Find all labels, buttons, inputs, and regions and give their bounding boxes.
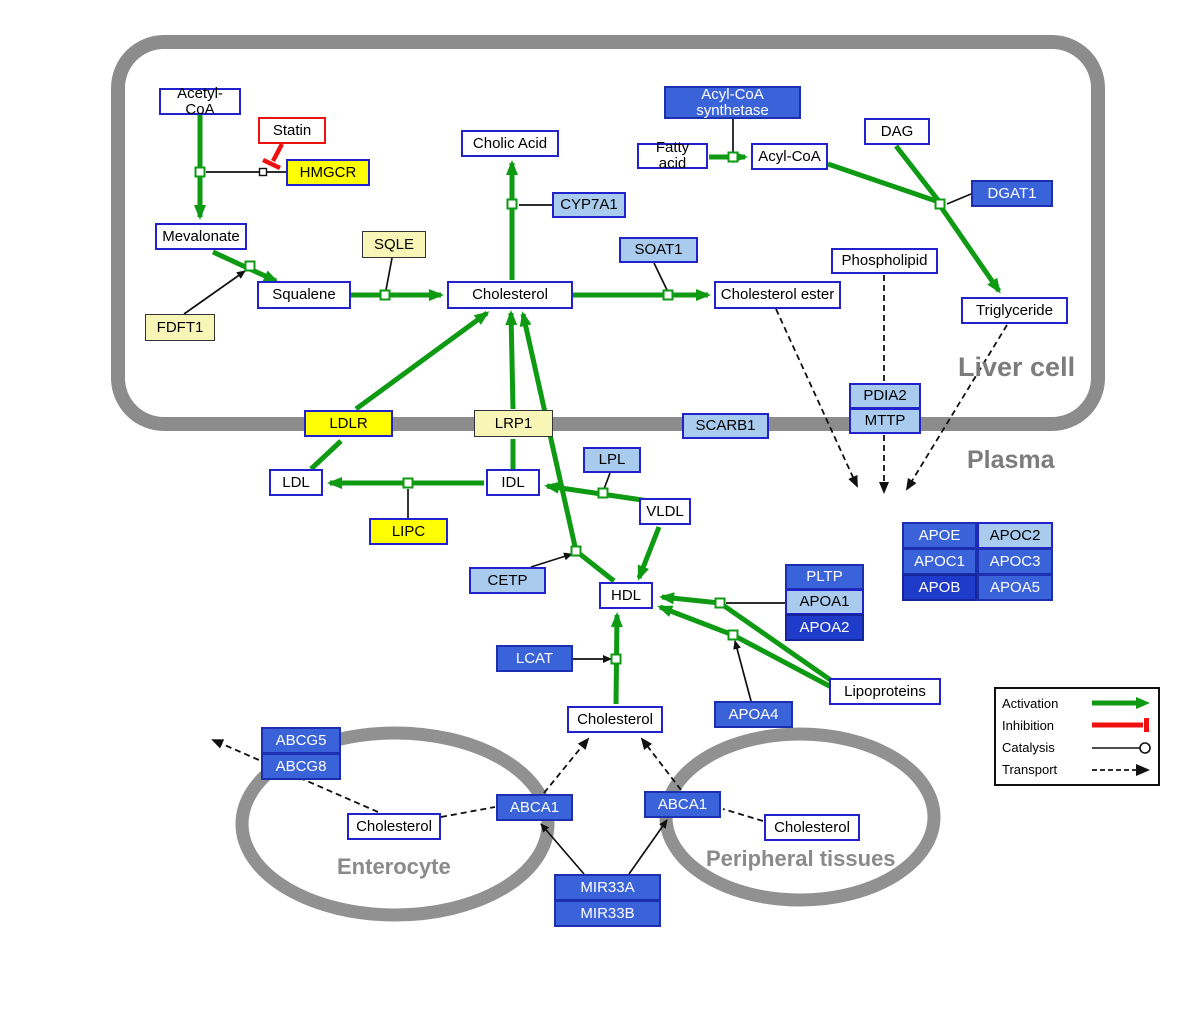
edge-abca1per-cholesterolplasma	[640, 737, 682, 791]
edge-acylcoa-dgat1node	[827, 161, 937, 204]
reaction-nodes	[194, 151, 946, 665]
node-apob[interactable]: APOB	[902, 574, 977, 601]
edge-abca1ent-cholesterolplasma	[543, 737, 590, 794]
legend-activation: Activation	[1002, 695, 1152, 711]
node-lipoproteins[interactable]: Lipoproteins	[829, 678, 941, 705]
node-apoa1[interactable]: APOA1	[785, 589, 864, 615]
node-cholesterol-liver[interactable]: Cholesterol	[447, 281, 573, 309]
node-cholesterol-ester[interactable]: Cholesterol ester	[714, 281, 841, 309]
transport-dashed-arrow-icon	[1092, 763, 1150, 776]
legend-inhibition: Inhibition	[1002, 717, 1152, 733]
edge-lpl-reaction	[603, 472, 611, 490]
legend-catalysis: Catalysis	[1002, 740, 1152, 756]
edge-statin-hmgcr	[271, 142, 284, 163]
edge-lrp1-cholesterol	[505, 310, 518, 410]
node-phospholipid[interactable]: Phospholipid	[831, 248, 938, 274]
node-mir33a[interactable]: MIR33A	[554, 874, 661, 901]
inhibition-edges	[262, 142, 284, 171]
edge-cholesterolester-plasma	[775, 308, 858, 488]
node-ldlr[interactable]: LDLR	[304, 410, 393, 437]
edge-vldl-hdl	[636, 526, 662, 581]
legend-transport-label: Transport	[1002, 762, 1058, 778]
node-abca1-peripheral[interactable]: ABCA1	[644, 791, 721, 818]
node-statin[interactable]: Statin	[258, 117, 326, 144]
edge-ldl-ldlr	[309, 439, 343, 471]
edge-sqle-reaction	[385, 257, 393, 291]
edge-mir33-abca1-enterocyte	[540, 823, 585, 875]
node-lrp1[interactable]: LRP1	[474, 410, 553, 437]
node-pltp[interactable]: PLTP	[785, 564, 864, 590]
catalysis-circle-icon	[1092, 741, 1151, 754]
node-acyl-coa[interactable]: Acyl-CoA	[751, 143, 828, 170]
legend: Activation Inhibition Catalysis Transpor…	[994, 687, 1160, 786]
edge-triglyceride-plasma	[905, 324, 1008, 491]
node-apoc2[interactable]: APOC2	[977, 522, 1053, 549]
node-hdl[interactable]: HDL	[599, 582, 653, 609]
enterocyte-label: Enterocyte	[337, 854, 451, 879]
edge-apoa4-reaction	[733, 640, 752, 702]
node-apoc1[interactable]: APOC1	[902, 548, 977, 575]
node-pdia2[interactable]: PDIA2	[849, 383, 921, 409]
node-mttp[interactable]: MTTP	[849, 408, 921, 434]
statin-target-node	[258, 167, 268, 177]
node-dag[interactable]: DAG	[864, 118, 930, 145]
node-cholesterol-enterocyte[interactable]: Cholesterol	[347, 813, 441, 840]
edge-cetp-reaction	[530, 552, 573, 568]
edge-cholesterol-abca1-peripheral	[722, 808, 764, 822]
node-fdft1[interactable]: FDFT1	[145, 314, 215, 341]
node-cyp7a1[interactable]: CYP7A1	[552, 192, 626, 218]
legend-inhibition-label: Inhibition	[1002, 717, 1055, 733]
node-triglyceride[interactable]: Triglyceride	[961, 297, 1068, 324]
edge-soat1-reaction	[653, 262, 668, 291]
peripheral-tissues-label: Peripheral tissues	[706, 846, 896, 871]
node-acetyl-coa[interactable]: Acetyl-CoA	[159, 85, 241, 117]
activation-arrow-icon	[1092, 697, 1150, 710]
node-cholesterol-plasma[interactable]: Cholesterol	[567, 706, 663, 733]
statin-inhibition-bar	[262, 157, 281, 171]
node-mevalonate[interactable]: Mevalonate	[155, 223, 247, 250]
node-ldl[interactable]: LDL	[269, 469, 323, 496]
edge-fdft1-reaction	[183, 270, 246, 315]
node-abca1-enterocyte[interactable]: ABCA1	[496, 794, 573, 821]
legend-catalysis-label: Catalysis	[1002, 740, 1055, 756]
node-lcat[interactable]: LCAT	[496, 645, 573, 672]
node-abcg5[interactable]: ABCG5	[261, 727, 341, 754]
node-vldl[interactable]: VLDL	[639, 498, 691, 525]
edge-dgat1node-triglyceride	[938, 205, 1002, 294]
inhibition-bar-icon	[1092, 718, 1149, 733]
node-cetp[interactable]: CETP	[469, 567, 546, 594]
edge-cholesterol-abca1-enterocyte	[440, 806, 496, 818]
node-idl[interactable]: IDL	[486, 469, 540, 496]
edge-mir33-abca1-peripheral	[628, 819, 668, 875]
node-apoc3[interactable]: APOC3	[977, 548, 1053, 575]
edge-dgat1-reaction	[946, 193, 972, 205]
node-hmgcr[interactable]: HMGCR	[286, 159, 370, 186]
node-dgat1[interactable]: DGAT1	[971, 180, 1053, 207]
node-lipc[interactable]: LIPC	[369, 518, 448, 545]
node-apoe[interactable]: APOE	[902, 522, 977, 549]
node-fatty-acid[interactable]: Fatty acid	[637, 140, 708, 171]
plasma-label: Plasma	[967, 446, 1055, 474]
node-cholic-acid[interactable]: Cholic Acid	[461, 130, 559, 157]
liver-cell-label: Liver cell	[958, 352, 1076, 382]
node-apoa2[interactable]: APOA2	[785, 614, 864, 641]
node-scarb1[interactable]: SCARB1	[682, 413, 769, 439]
catalysis-edges	[183, 119, 972, 875]
node-squalene[interactable]: Squalene	[257, 281, 351, 309]
node-mir33b[interactable]: MIR33B	[554, 900, 661, 927]
edge-dag-dgat1node	[894, 144, 940, 202]
node-soat1[interactable]: SOAT1	[619, 237, 698, 263]
node-sqle[interactable]: SQLE	[362, 231, 426, 258]
node-acyl-coa-synthetase[interactable]: Acyl-CoA synthetase	[664, 86, 801, 119]
node-apoa4[interactable]: APOA4	[714, 701, 793, 728]
node-abcg8[interactable]: ABCG8	[261, 753, 341, 780]
legend-activation-label: Activation	[1002, 695, 1059, 711]
node-lpl[interactable]: LPL	[583, 447, 641, 473]
node-cholesterol-peripheral[interactable]: Cholesterol	[764, 814, 860, 841]
node-apoa5[interactable]: APOA5	[977, 574, 1053, 601]
liver-cell-membrane	[111, 35, 1105, 431]
edge-ldlr-cholesterol	[354, 310, 490, 412]
legend-transport: Transport	[1002, 762, 1152, 778]
